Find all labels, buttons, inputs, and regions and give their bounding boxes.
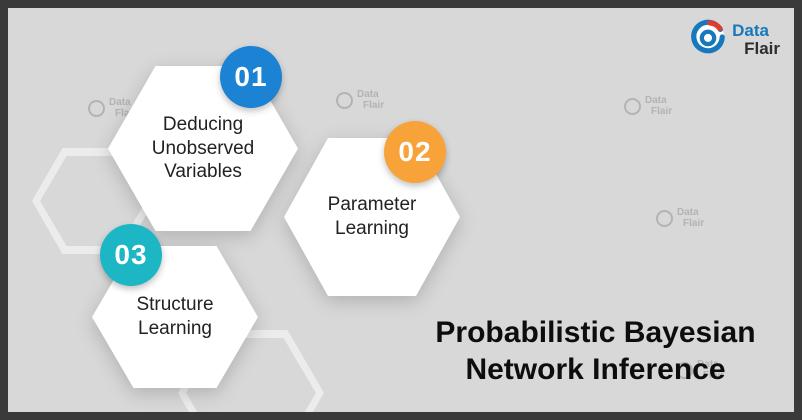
dataflair-watermark-icon xyxy=(88,100,105,117)
step-2-label: Parameter Learning xyxy=(327,194,417,239)
hexagon-shape-2: Parameter Learning xyxy=(284,138,460,296)
watermark-line1: Data xyxy=(357,89,379,100)
step-1-number: 01 xyxy=(234,61,268,92)
dataflair-watermark-icon xyxy=(656,210,673,227)
watermark-line1: Data xyxy=(109,97,131,108)
watermark-line2: Flair xyxy=(115,107,137,119)
logo-word-data: Data xyxy=(732,21,769,40)
step-1-label: Deducing Unobserved Variables xyxy=(151,113,255,183)
step-3-number-badge: 03 xyxy=(100,224,162,286)
step-1-number-badge: 01 xyxy=(220,46,282,108)
watermark-line2: Flair xyxy=(363,99,385,111)
title-line-1: Probabilistic Bayesian xyxy=(435,316,756,349)
watermark-line1: Data xyxy=(697,359,719,370)
dataflair-swirl-icon xyxy=(689,18,727,61)
watermark-line1: Data xyxy=(677,207,699,218)
title-line-2: Network Inference xyxy=(465,353,726,386)
dataflair-watermark-icon xyxy=(676,362,693,379)
watermark-line1: Data xyxy=(645,95,667,106)
step-2-number-badge: 02 xyxy=(384,121,446,183)
hexagon-step-2: Parameter Learning xyxy=(284,138,460,296)
step-2-number: 02 xyxy=(398,136,432,167)
step-3-number: 03 xyxy=(114,239,148,270)
watermark-line2: Flair xyxy=(651,105,673,117)
dataflair-logo-text: Data Flair xyxy=(732,22,780,57)
dataflair-watermark-icon xyxy=(336,92,353,109)
dataflair-logo: Data Flair xyxy=(689,18,780,61)
dataflair-watermark-icon xyxy=(624,98,641,115)
watermark-line2: Flair xyxy=(703,369,725,381)
logo-word-flair: Flair xyxy=(744,39,780,58)
watermark-line2: Flair xyxy=(683,217,705,229)
step-3-label: Structure Learning xyxy=(136,294,214,339)
page-title: Probabilistic Bayesian Network Inference xyxy=(413,314,778,388)
